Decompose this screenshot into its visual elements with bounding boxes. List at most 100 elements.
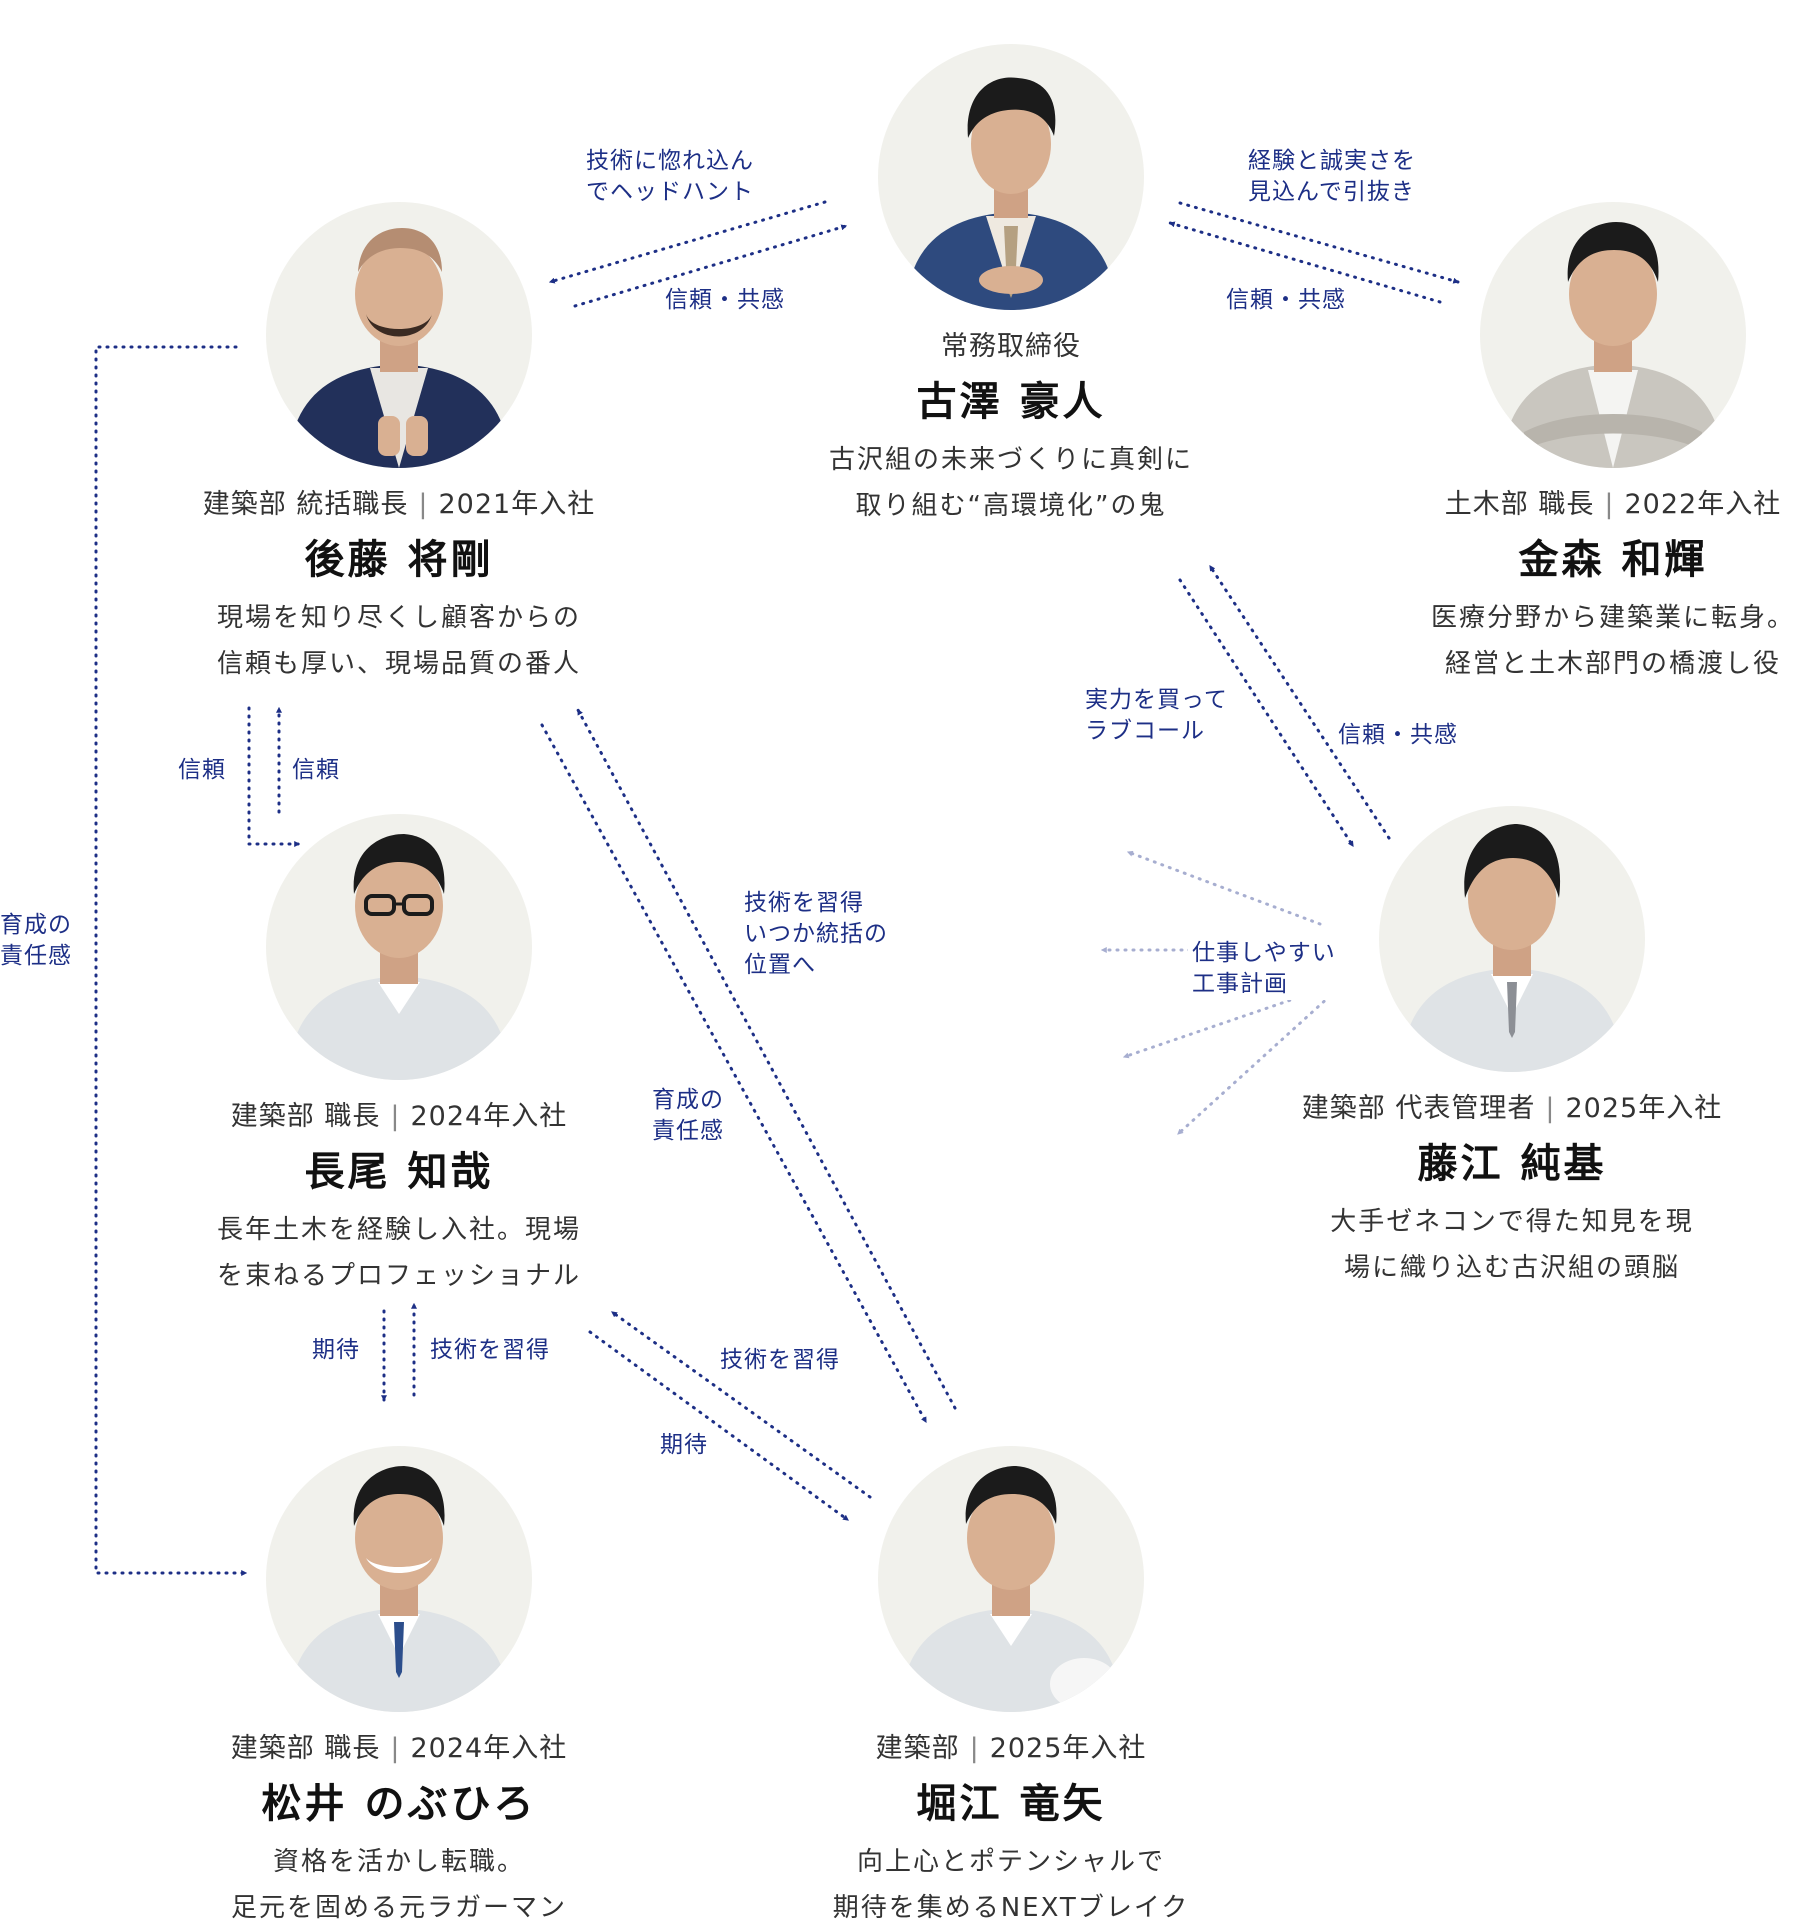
role-label: 土木部 職長 xyxy=(1444,489,1595,520)
desc-furusawa: 古沢組の未来づくりに真剣に 取り組む“高環境化”の鬼 xyxy=(776,437,1246,529)
arrow-goto-to-furusawa xyxy=(573,224,848,308)
name-matsui: 松井 のぶひろ xyxy=(261,1781,537,1827)
label-nurture-matsui: 育成の 責任感 xyxy=(0,910,76,972)
role-goto: 建築部 統括職長|2021年入社 xyxy=(164,482,634,521)
portrait-work-uniform-icon xyxy=(1401,824,1623,1072)
person-card-fujie: 建築部 代表管理者 | 2025年入社 藤江 純基 大手ゼネコンで得た知見を現 場に… xyxy=(1277,806,1747,1291)
arrow-goto-to-nagao xyxy=(247,706,301,847)
join-year: 2022年入社 xyxy=(1624,489,1782,520)
separator: | xyxy=(390,1733,401,1764)
label-expectation-matsui: 期待 xyxy=(312,1337,360,1363)
arrow-fujie-spread-4 xyxy=(1176,994,1332,1136)
label-line: 位置へ xyxy=(744,952,816,978)
desc-goto: 現場を知り尽くし顧客からの 信頼も厚い、現場品質の番人 xyxy=(164,595,634,687)
desc-line-1: 古沢組の未来づくりに真剣に xyxy=(828,445,1193,475)
desc-line-1: 医療分野から建築業に転身。 xyxy=(1430,603,1795,633)
photo-horie xyxy=(878,1446,1144,1712)
photo-goto xyxy=(266,202,532,468)
separator: | xyxy=(418,489,429,520)
role-matsui: 建築部 職長|2024年入社 xyxy=(164,1726,634,1765)
label-line: 仕事しやすい xyxy=(1192,940,1336,966)
label-trust-down: 信頼 xyxy=(178,757,226,783)
desc-line-2: 場に織り込む古沢組の頭脳 xyxy=(1343,1253,1680,1283)
label-line: 技術に惚れ込ん xyxy=(586,148,754,174)
role-furusawa: 常務取締役 xyxy=(776,324,1246,363)
join-year: 2025年入社 xyxy=(989,1733,1147,1764)
label-line: いつか統括の xyxy=(744,921,888,947)
label-trust-empathy-fujie: 信頼・共感 xyxy=(1338,722,1458,748)
label-line: 責任感 xyxy=(652,1118,724,1144)
label-work-plan: 仕事しやすい 工事計画 xyxy=(1188,938,1340,1000)
portrait-gray-jacket-icon xyxy=(1502,222,1724,468)
desc-fujie: 大手ゼネコンで得た知見を現 場に織り込む古沢組の頭脳 xyxy=(1277,1199,1747,1291)
label-nurture-horie: 育成の 責任感 xyxy=(652,1085,724,1147)
role-kanamori: 土木部 職長 | 2022年入社 xyxy=(1378,482,1796,521)
role-label: 建築部 xyxy=(875,1733,960,1764)
name-horie: 堀江 竜矢 xyxy=(916,1781,1106,1827)
desc-line-2: 取り組む“高環境化”の鬼 xyxy=(855,491,1167,521)
label-line: ラブコール xyxy=(1085,718,1205,744)
photo-fujie xyxy=(1379,806,1645,1072)
role-label: 建築部 代表管理者 xyxy=(1301,1093,1536,1124)
desc-matsui: 資格を活かし転職。 足元を固める元ラガーマン xyxy=(164,1839,634,1931)
arrow-furusawa-to-kanamori xyxy=(1178,201,1460,284)
arrow-goto-to-matsui xyxy=(94,345,248,1576)
join-year: 2024年入社 xyxy=(410,1733,568,1764)
label-line: 育成の xyxy=(0,912,72,938)
name-nagao: 長尾 知哉 xyxy=(304,1149,494,1195)
arrow-furusawa-to-fujie xyxy=(1178,578,1355,848)
name-kanamori: 金森 和輝 xyxy=(1518,537,1708,583)
join-year: 2025年入社 xyxy=(1565,1093,1723,1124)
label-love-call: 実力を買って ラブコール xyxy=(1085,685,1228,747)
label-trust-empathy-kanamori: 信頼・共感 xyxy=(1226,287,1346,313)
person-card-horie: 建築部|2025年入社 堀江 竜矢 向上心とポテンシャルで 期待を集めるNEXT… xyxy=(776,1446,1246,1931)
desc-line-2: 経営と土木部門の橋渡し役 xyxy=(1444,649,1781,679)
label-line: 育成の xyxy=(652,1087,724,1113)
person-card-goto: 建築部 統括職長|2021年入社 後藤 将剛 現場を知り尽くし顧客からの 信頼も… xyxy=(164,202,634,687)
name-goto: 後藤 将剛 xyxy=(304,537,494,583)
role-horie: 建築部|2025年入社 xyxy=(776,1726,1246,1765)
name-furusawa: 古澤 豪人 xyxy=(916,379,1106,425)
arrow-fujie-spread-3 xyxy=(1122,988,1322,1059)
role-label: 常務取締役 xyxy=(941,331,1081,362)
arrow-goto-to-horie xyxy=(540,723,928,1424)
separator: | xyxy=(1604,489,1615,520)
portrait-work-uniform-icon xyxy=(288,1466,510,1712)
arrow-nagao-to-horie xyxy=(588,1330,850,1522)
photo-nagao xyxy=(266,814,532,1080)
arrow-kanamori-to-furusawa xyxy=(1168,221,1442,304)
label-line: 経験と誠実さを xyxy=(1248,148,1416,174)
desc-line-1: 資格を活かし転職。 xyxy=(272,1847,525,1877)
desc-line-1: 長年土木を経験し入社。現場 xyxy=(216,1215,581,1245)
person-card-matsui: 建築部 職長|2024年入社 松井 のぶひろ 資格を活かし転職。 足元を固める元… xyxy=(164,1446,634,1931)
person-card-kanamori: 土木部 職長 | 2022年入社 金森 和輝 医療分野から建築業に転身。 経営と土木… xyxy=(1378,202,1796,687)
desc-line-2: 期待を集めるNEXTブレイク xyxy=(832,1893,1190,1923)
desc-line-2: 信頼も厚い、現場品質の番人 xyxy=(216,649,581,679)
desc-nagao: 長年土木を経験し入社。現場 を束ねるプロフェッショナル xyxy=(164,1207,634,1299)
label-line: 技術を習得 xyxy=(744,890,864,916)
arrow-fujie-spread-1 xyxy=(1126,850,1322,926)
label-line: 責任感 xyxy=(0,943,72,969)
arrow-furusawa-to-goto xyxy=(548,200,827,284)
label-line: 工事計画 xyxy=(1192,971,1288,997)
label-line: 実力を買って xyxy=(1085,687,1228,713)
arrow-horie-to-goto xyxy=(576,708,957,1410)
desc-line-1: 現場を知り尽くし顧客からの xyxy=(216,603,581,633)
portrait-suit-icon xyxy=(906,77,1116,310)
label-acquire-skills-matsui: 技術を習得 xyxy=(430,1337,550,1363)
separator: | xyxy=(390,1101,401,1132)
label-expectation-horie: 期待 xyxy=(660,1432,708,1458)
portrait-jacket-icon xyxy=(288,228,510,468)
separator: | xyxy=(1545,1093,1556,1124)
photo-furusawa xyxy=(878,44,1144,310)
desc-line-2: を束ねるプロフェッショナル xyxy=(216,1261,581,1291)
label-acquire-skills-horie: 技術を習得 xyxy=(720,1347,840,1373)
desc-line-1: 向上心とポテンシャルで xyxy=(856,1847,1165,1877)
label-poached: 経験と誠実さを 見込んで引抜き xyxy=(1248,146,1416,208)
photo-kanamori xyxy=(1480,202,1746,468)
join-year: 2021年入社 xyxy=(438,489,596,520)
name-fujie: 藤江 純基 xyxy=(1417,1141,1607,1187)
label-acquire-skills-lead: 技術を習得 いつか統括の 位置へ xyxy=(744,888,888,981)
photo-matsui xyxy=(266,1446,532,1712)
